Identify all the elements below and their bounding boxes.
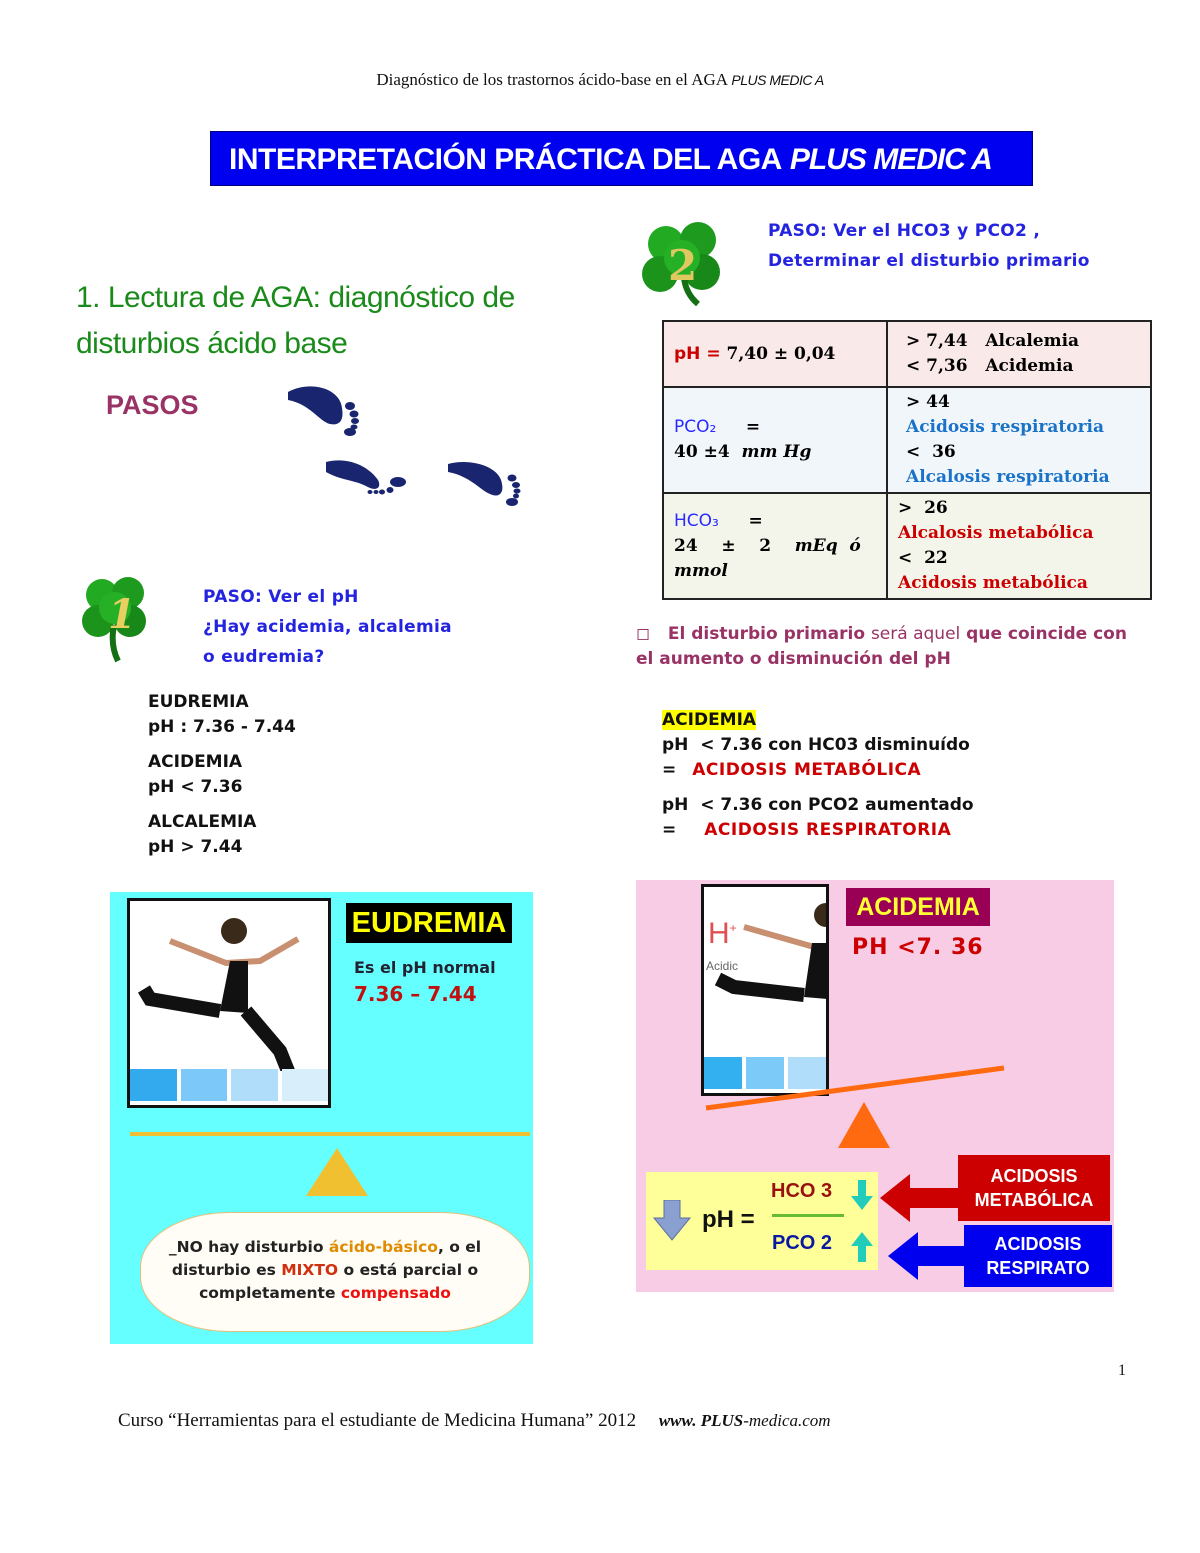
acidemia-rule-metabolic: pH < 7.36 con HC03 disminuído xyxy=(662,735,970,755)
acidemia-rule-respiratory: pH < 7.36 con PCO2 aumentado xyxy=(662,795,974,815)
ph-normal-cell: pH = 7,40 ± 0,04 xyxy=(662,320,888,388)
fulcrum-triangle-icon xyxy=(306,1148,368,1196)
running-title: Diagnóstico de los trastornos ácido-base… xyxy=(376,70,728,89)
banner-title: INTERPRETACIÓN PRÁCTICA DEL AGA xyxy=(229,143,782,176)
table-row-pco2: PCO₂ = 40 ±4 mm Hg > 44 Acidosis respira… xyxy=(662,386,1152,494)
step1-text: PASO: Ver el pH ¿Hay acidemia, alcalemia… xyxy=(203,582,452,672)
table-row-ph: pH = 7,40 ± 0,04 > 7,44 Alcalemia < 7,36… xyxy=(662,320,1152,388)
eudremia-range: 7.36 – 7.44 xyxy=(354,982,477,1006)
acidemia-ph: PH <7. 36 xyxy=(852,935,984,960)
svg-text:1: 1 xyxy=(108,591,136,638)
step2-line2: Determinar el disturbio primario xyxy=(768,251,1090,271)
ph-scale-tiles xyxy=(704,1057,826,1089)
dancer-photo xyxy=(127,898,331,1108)
step1-line1: PASO: Ver el pH xyxy=(203,587,359,607)
hco3-normal-cell: HCO₃ = 24 ± 2 mEq ó mmol xyxy=(662,492,888,600)
footer-course: Curso “Herramientas para el estudiante d… xyxy=(118,1410,637,1431)
clover-2-icon: 2 xyxy=(642,222,720,306)
page-number: 1 xyxy=(1118,1362,1126,1379)
pasos-label: PASOS xyxy=(106,390,199,420)
cloud-text: _NO hay disturbio ácido-básico, o el dis… xyxy=(168,1238,482,1302)
dancer-figure-icon xyxy=(714,903,826,1002)
clover-1-icon: 1 xyxy=(82,577,146,663)
svg-text:2: 2 xyxy=(668,241,697,290)
acidemia-block: ACIDEMIA pH < 7.36 con HC03 disminuído =… xyxy=(662,710,974,840)
fraction-bar xyxy=(772,1214,844,1217)
step2-line1: PASO: Ver el HCO3 y PCO2 , xyxy=(768,221,1041,241)
balance-beam xyxy=(130,1132,530,1136)
acidic-label: Acidic xyxy=(706,959,739,973)
thought-cloud xyxy=(140,1212,530,1332)
running-header: Diagnóstico de los trastornos ácido-base… xyxy=(0,70,1200,90)
hco3-interpretation-cell: > 26 Alcalosis metabólica < 22 Acidosis … xyxy=(886,492,1152,600)
formula-numerator: HCO 3 xyxy=(771,1180,833,1202)
banner-brand: PLUS MEDIC A xyxy=(789,143,993,176)
section-heading-line1: 1. Lectura de AGA: diagnóstico de xyxy=(76,281,515,314)
eudremia-label: EUDREMIA xyxy=(346,903,512,943)
arrow-left-blue-icon xyxy=(888,1232,978,1280)
hydrogen-ion-label: H+ xyxy=(708,917,737,950)
acidemia-illustration: H+ Acidic ACIDEMIA PH <7. 36 pH = HCO 3 … xyxy=(636,880,1114,1292)
footer-url: www. PLUS-medica.com xyxy=(658,1411,831,1430)
section-heading-line2: disturbios ácido base xyxy=(76,327,348,360)
acidemia-highlight: ACIDEMIA xyxy=(662,710,757,730)
result-acidosis-respiratoria: ACIDOSIS RESPIRATORIA xyxy=(704,820,952,840)
page-footer: Curso “Herramientas para el estudiante d… xyxy=(118,1410,831,1432)
tilted-balance-icon xyxy=(705,1065,1005,1148)
running-brand: PLUS MEDIC A xyxy=(731,72,824,88)
formula-denominator: PCO 2 xyxy=(772,1232,833,1254)
ph-scale-tiles xyxy=(130,1069,328,1101)
hco3-down-arrow-icon xyxy=(851,1180,873,1210)
acidemia-label: ACIDEMIA xyxy=(846,888,990,926)
footprints-icon xyxy=(288,386,521,506)
dancer-photo-acidic: H+ Acidic xyxy=(701,884,829,1096)
ph-formula: pH = HCO 3 PCO 2 xyxy=(646,1172,878,1270)
step1-line3: o eudremia? xyxy=(203,647,325,667)
eudremia-description: Es el pH normal xyxy=(354,958,496,977)
pco2-interpretation-cell: > 44 Acidosis respiratoria < 36 Alcalosi… xyxy=(886,386,1152,494)
result-acidosis-metabolica: ACIDOSIS METABÓLICA xyxy=(692,760,922,780)
table-row-hco3: HCO₃ = 24 ± 2 mEq ó mmol > 26 Alcalosis … xyxy=(662,492,1152,600)
bullet-square-icon: ◻ xyxy=(636,624,651,644)
reference-table: pH = 7,40 ± 0,04 > 7,44 Alcalemia < 7,36… xyxy=(662,320,1152,600)
arrow-left-red-icon xyxy=(880,1174,970,1222)
pco2-normal-cell: PCO₂ = 40 ±4 mm Hg xyxy=(662,386,888,494)
primary-disturbance-note: ◻ El disturbio primario será aquel que c… xyxy=(636,624,1127,669)
dancer-figure-icon xyxy=(137,918,300,1071)
ph-interpretation-cell: > 7,44 Alcalemia < 7,36 Acidemia xyxy=(886,320,1152,388)
step1-line2: ¿Hay acidemia, alcalemia xyxy=(203,617,452,637)
step2-text: PASO: Ver el HCO3 y PCO2 , Determinar el… xyxy=(768,216,1090,276)
eudremia-illustration: EUDREMIA Es el pH normal 7.36 – 7.44 _NO… xyxy=(110,892,533,1344)
arrow-down-icon xyxy=(652,1200,692,1241)
pco2-up-arrow-icon xyxy=(851,1232,873,1262)
section-heading: 1. Lectura de AGA: diagnóstico de distur… xyxy=(76,275,556,367)
